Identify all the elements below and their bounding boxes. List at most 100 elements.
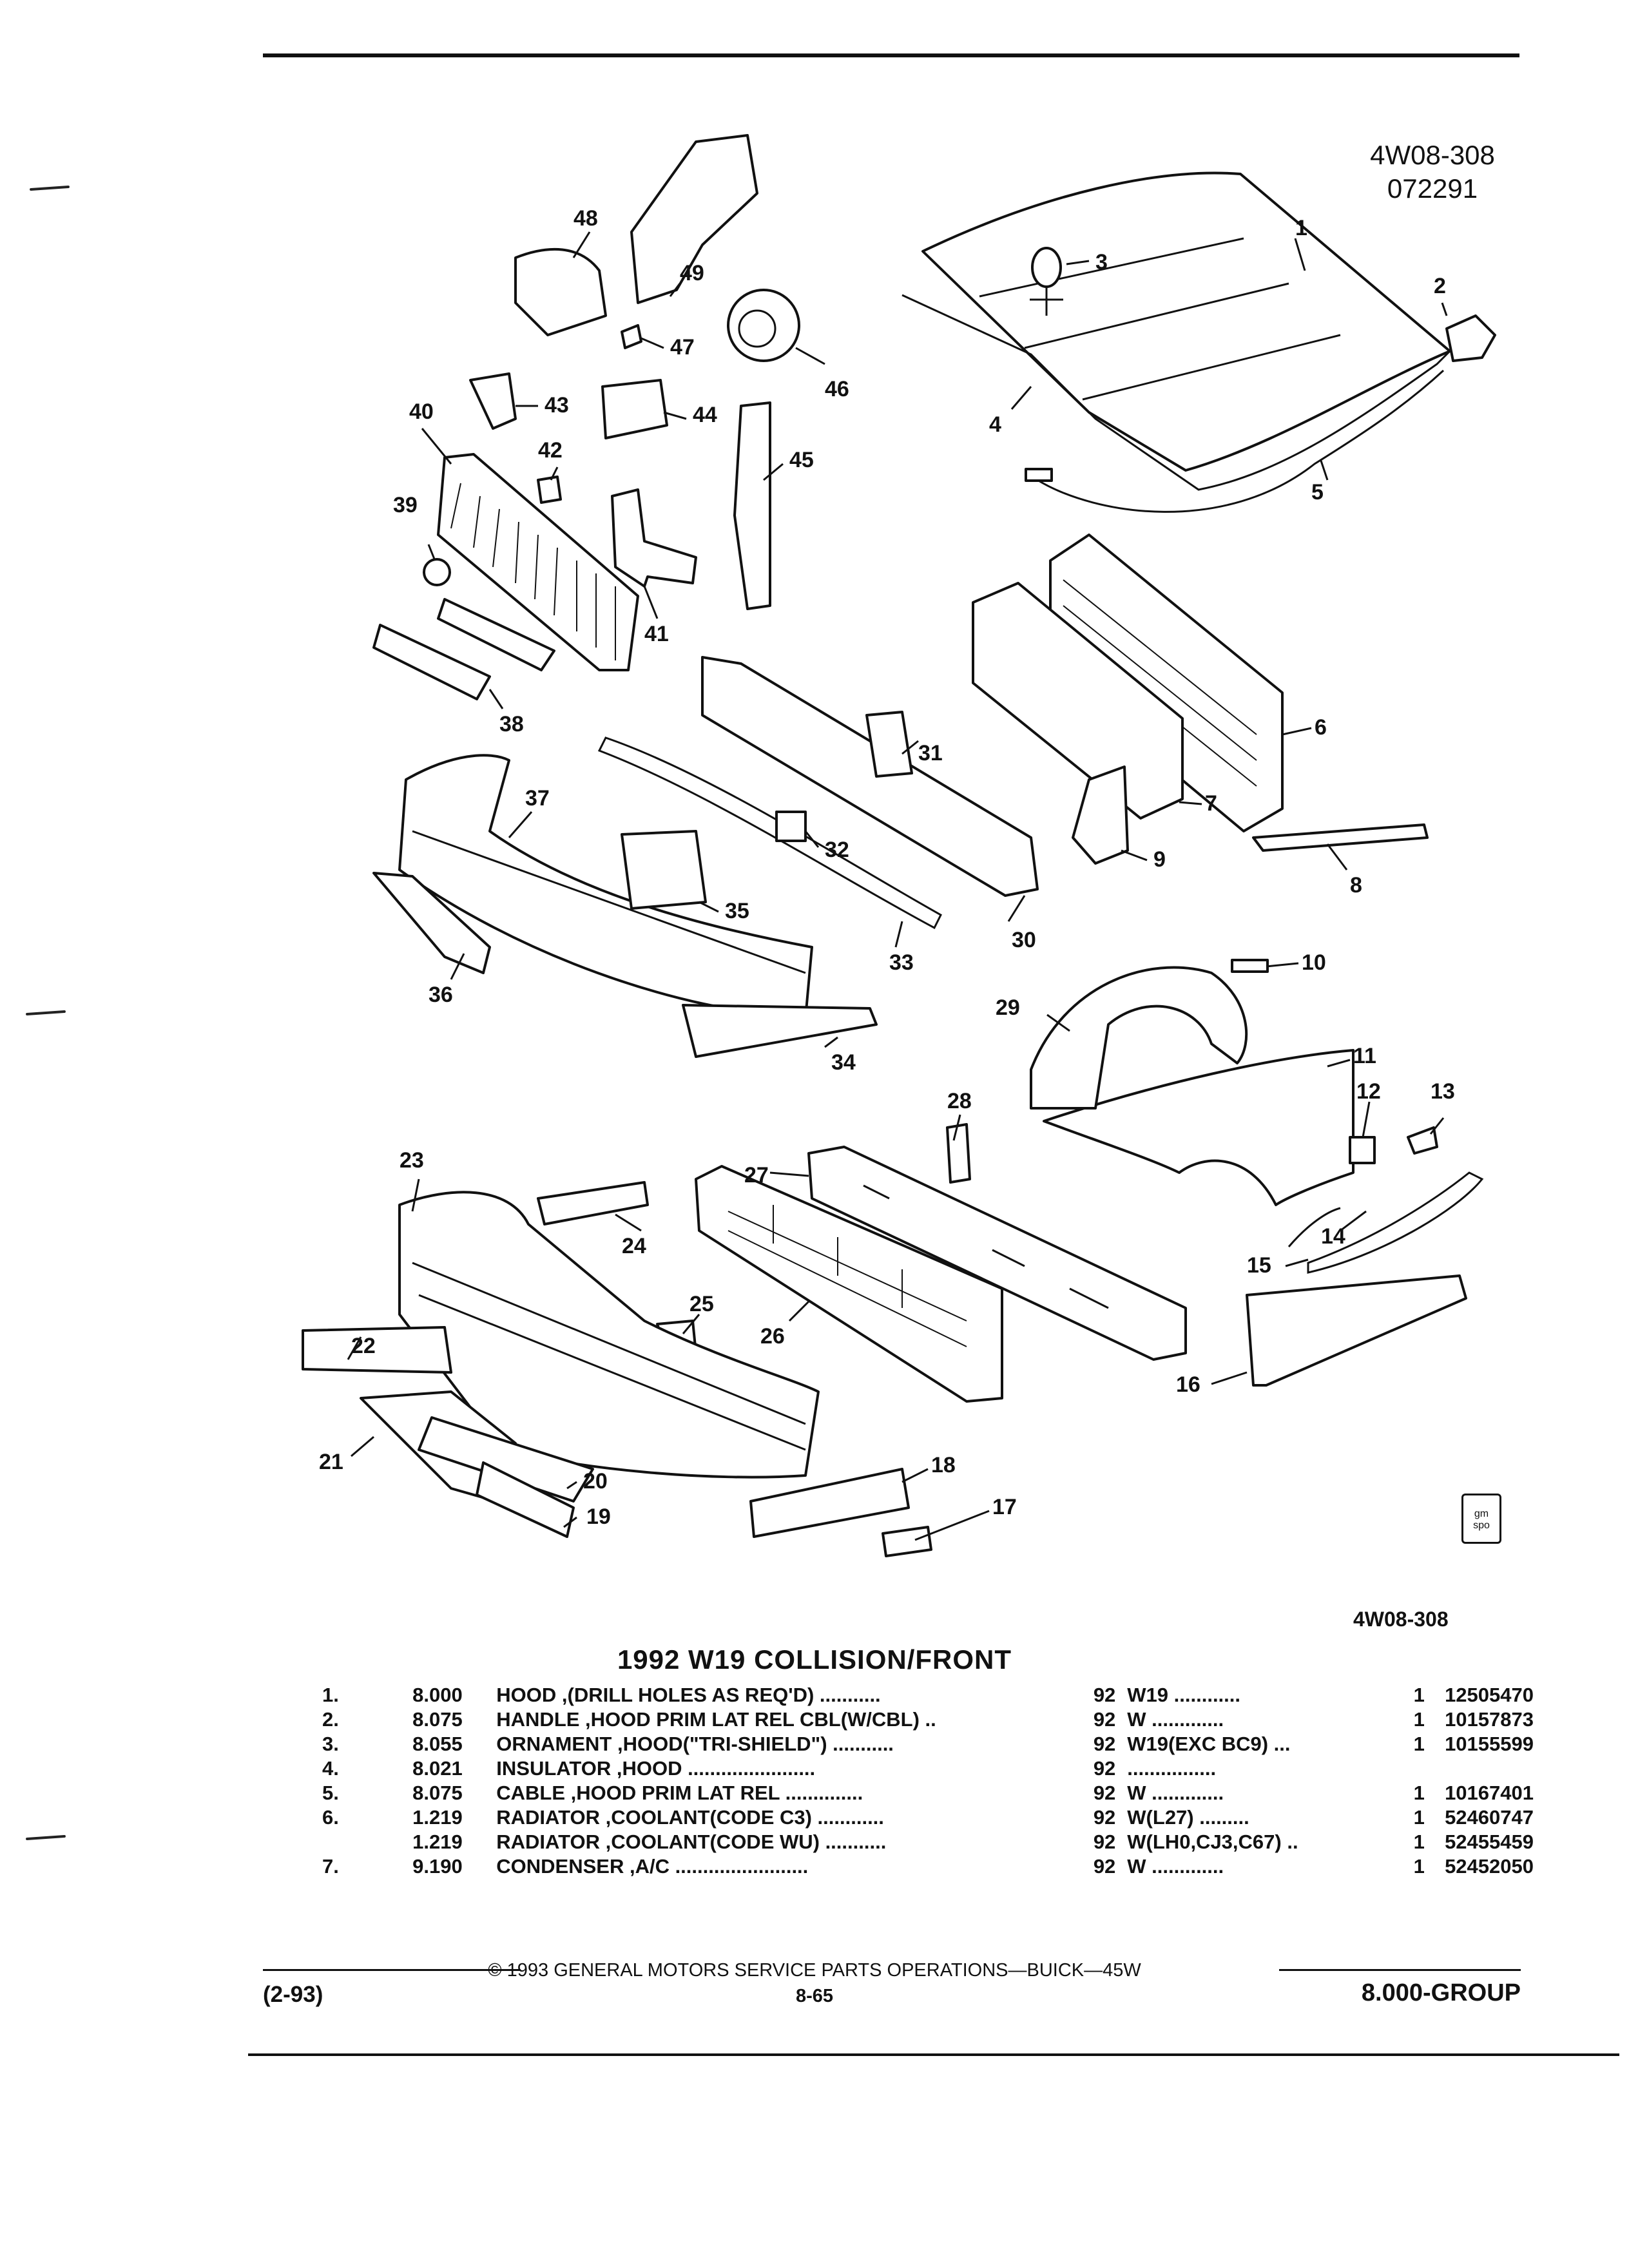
part-item-number: 1. (322, 1684, 339, 1706)
callout-24: 24 (622, 1234, 646, 1258)
part-usage: W ............. (1127, 1782, 1224, 1804)
part-number: 12505470 (1445, 1684, 1534, 1706)
part-year: 92 (1093, 1684, 1116, 1706)
upper-bumper-fascia-part (398, 754, 813, 1019)
callout-9: 9 (1153, 847, 1166, 872)
part-description: CABLE ,HOOD PRIM LAT REL .............. (496, 1782, 863, 1804)
part-quantity: 1 (1413, 1831, 1425, 1853)
part-group-number: 8.055 (412, 1733, 463, 1755)
side-marker-lamp-part (1407, 1126, 1438, 1155)
callout-3: 3 (1095, 250, 1108, 274)
part-number (1434, 1756, 1534, 1781)
catalog-section-title: 1992 W19 COLLISION/FRONT (617, 1644, 1012, 1675)
gm-spo-logo-line1: gm (1474, 1508, 1489, 1519)
hood-release-handle-part (1445, 314, 1496, 362)
part-item-number: 7. (322, 1855, 339, 1878)
part-group-number: 8.075 (412, 1708, 463, 1731)
part-year: 92 (1093, 1855, 1116, 1878)
callout-15: 15 (1247, 1253, 1271, 1278)
part-number: 10157873 (1445, 1708, 1534, 1731)
part-usage: W19(EXC BC9) ... (1127, 1733, 1291, 1755)
callout-32: 32 (825, 838, 849, 862)
callout-10: 10 (1302, 950, 1326, 975)
part-quantity: 1 (1413, 1708, 1425, 1731)
callout-29: 29 (996, 995, 1020, 1020)
fascia-clip-part (775, 811, 807, 842)
part-number: 10155599 (1445, 1733, 1534, 1755)
compressor-pulley (738, 309, 776, 348)
molding-clip-part (1287, 1207, 1341, 1247)
fender-clip-part (1231, 959, 1269, 973)
part-description: ORNAMENT ,HOOD("TRI-SHIELD") ........... (496, 1733, 894, 1755)
footer-rule-right (1279, 1969, 1521, 1971)
part-description: CONDENSER ,A/C ........................ (496, 1855, 809, 1878)
reinforcement-slots (863, 1184, 1109, 1309)
radiator-grille-part (437, 453, 639, 671)
part-quantity (1405, 1756, 1434, 1781)
part-group-number: 8.075 (412, 1782, 463, 1804)
diagram-date-code: 072291 (1387, 173, 1478, 204)
upper-fascia-support-part (701, 656, 1039, 897)
part-group-number: 1.219 (412, 1831, 463, 1853)
part-number: 10167401 (1445, 1782, 1534, 1804)
part-item-number: 5. (322, 1782, 339, 1804)
part-group-number: 1.219 (412, 1806, 463, 1829)
hood-insulator-part (901, 294, 1451, 491)
callout-25: 25 (689, 1292, 714, 1316)
callout-33: 33 (889, 950, 914, 975)
part-item-number: 6. (322, 1806, 339, 1829)
part-description: INSULATOR ,HOOD ....................... (496, 1757, 816, 1780)
part-number: 52452050 (1445, 1855, 1534, 1878)
fender-wheelhouse-liner-part (1030, 966, 1248, 1110)
part-usage: W(L27) ......... (1127, 1806, 1249, 1829)
callout-30: 30 (1012, 928, 1036, 952)
callout-41: 41 (644, 622, 669, 646)
callout-2: 2 (1434, 274, 1446, 298)
callout-37: 37 (525, 786, 550, 811)
callout-20: 20 (583, 1469, 608, 1494)
front-fender-part (1043, 1049, 1354, 1206)
callout-26: 26 (760, 1324, 785, 1349)
part-year: 92 (1093, 1806, 1116, 1829)
page-number: 8-65 (795, 1986, 834, 2006)
callout-40: 40 (409, 399, 434, 424)
fascia-support-strip-part (597, 736, 942, 930)
compressor-bracket-part (514, 247, 607, 336)
headlamp-bracket-part (611, 488, 697, 588)
hood-crease (979, 237, 1341, 401)
part-usage: W19 ............ (1127, 1684, 1241, 1706)
callout-7: 7 (1205, 791, 1217, 816)
parking-lamp-lens-part (749, 1468, 910, 1538)
hood-ornament-part (1031, 247, 1062, 288)
bumper-mounting-bracket-part (537, 1181, 649, 1225)
callout-23: 23 (400, 1148, 424, 1173)
radiator-bracket-part (1072, 765, 1129, 865)
callout-46: 46 (825, 377, 849, 401)
callout-5: 5 (1311, 480, 1324, 505)
callout-31: 31 (918, 741, 943, 765)
footer-rule-left (263, 1969, 521, 1971)
top-rule (263, 53, 1519, 57)
binder-mark (25, 1834, 66, 1841)
callout-42: 42 (538, 438, 563, 463)
part-year: 92 (1093, 1831, 1116, 1853)
callout-49: 49 (680, 261, 704, 285)
part-item-number: 4. (322, 1757, 339, 1780)
leader-lines (347, 231, 1448, 1541)
fog-lamp-bezel-part (418, 1416, 594, 1503)
compressor-mount-bracket-part (630, 134, 758, 304)
grille-bars (450, 483, 616, 660)
part-quantity: 1 (1413, 1782, 1425, 1804)
absorber-cells (728, 1205, 967, 1347)
part-quantity: 1 (1413, 1855, 1425, 1878)
callout-27: 27 (744, 1163, 769, 1187)
gm-spo-logo: gm spo (1461, 1494, 1501, 1544)
callout-16: 16 (1176, 1372, 1200, 1397)
rocker-molding-part (1246, 1274, 1467, 1387)
callout-11: 11 (1353, 1044, 1376, 1068)
